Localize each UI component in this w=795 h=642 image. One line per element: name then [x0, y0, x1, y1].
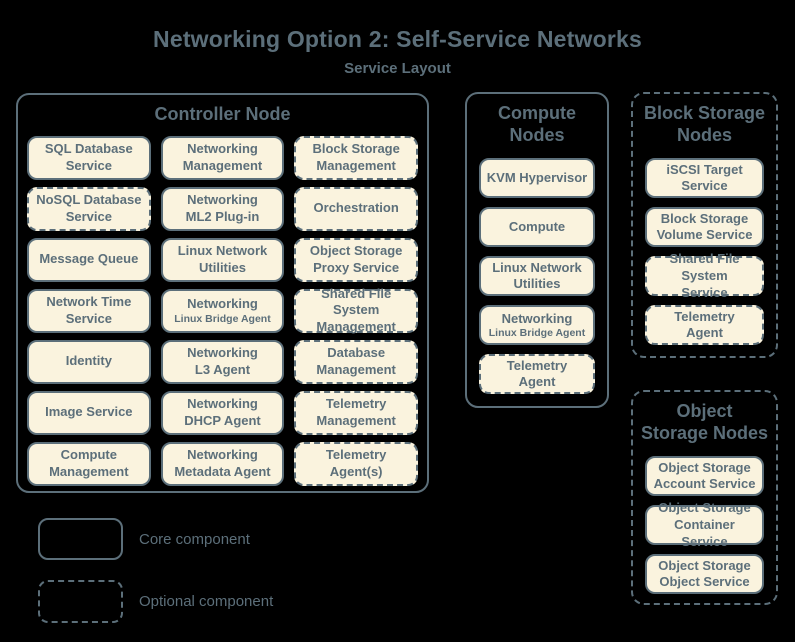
legend-optional-component: Optional component: [38, 580, 273, 623]
legend-label: Optional component: [139, 593, 274, 610]
service-box-compute: Compute: [479, 207, 595, 248]
page-title: Networking Option 2: Self-Service Networ…: [153, 26, 642, 52]
core-component-swatch: [38, 518, 123, 560]
service-box-identity: Identity: [27, 339, 151, 384]
legend-core-component: Core component: [38, 518, 250, 560]
service-box-image-service: Image Service: [27, 390, 151, 435]
service-box-kvm-hypervisor: KVM Hypervisor: [479, 158, 595, 199]
group-title: Controller Node: [154, 104, 291, 124]
service-box-message-queue: Message Queue: [27, 237, 151, 282]
legend-label: Core component: [139, 530, 250, 548]
page-subtitle: Service Layout: [344, 60, 451, 77]
optional-component-swatch: [38, 580, 123, 623]
service-box-orchestration: Orchestration: [294, 186, 418, 231]
